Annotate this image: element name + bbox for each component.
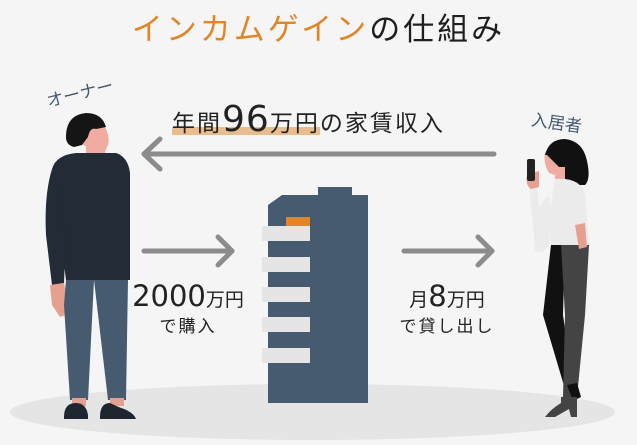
income-unit: 万円 — [269, 111, 320, 137]
svg-text:入居者: 入居者 — [530, 110, 583, 137]
annual-income-label: 年間96万円の家賃収入 — [172, 100, 445, 140]
income-highlight: 年間96万円 — [172, 100, 320, 140]
rent-amount: 8 — [428, 279, 447, 313]
income-amount: 96 — [222, 99, 270, 140]
tenant-label: 入居者 — [530, 110, 583, 137]
rent-unit: 万円 — [446, 289, 485, 311]
rent-action: で貸し出し — [399, 317, 495, 337]
owner-figure-icon — [45, 113, 136, 419]
purchase-unit: 万円 — [205, 289, 244, 311]
title-rest: の仕組み — [369, 12, 506, 48]
rent-arrow-right-icon — [401, 234, 495, 268]
purchase-caption: 2000万円 で購入 — [118, 281, 258, 339]
page-title: インカムゲインの仕組み — [0, 8, 637, 52]
tenant-figure-icon — [526, 139, 589, 417]
apartment-building-icon — [262, 187, 368, 403]
owner-label: オーナー — [45, 76, 116, 112]
purchase-arrow-right-icon — [141, 234, 235, 268]
rent-prefix: 月 — [409, 289, 429, 311]
title-accent: インカムゲイン — [131, 12, 370, 48]
purchase-action: で購入 — [159, 317, 217, 337]
rent-caption: 月8万円 で貸し出し — [382, 281, 512, 339]
income-arrow-left-icon — [141, 136, 497, 172]
income-suffix: の家賃収入 — [319, 111, 445, 137]
income-prefix: 年間 — [172, 111, 222, 137]
purchase-amount: 2000 — [132, 279, 206, 313]
